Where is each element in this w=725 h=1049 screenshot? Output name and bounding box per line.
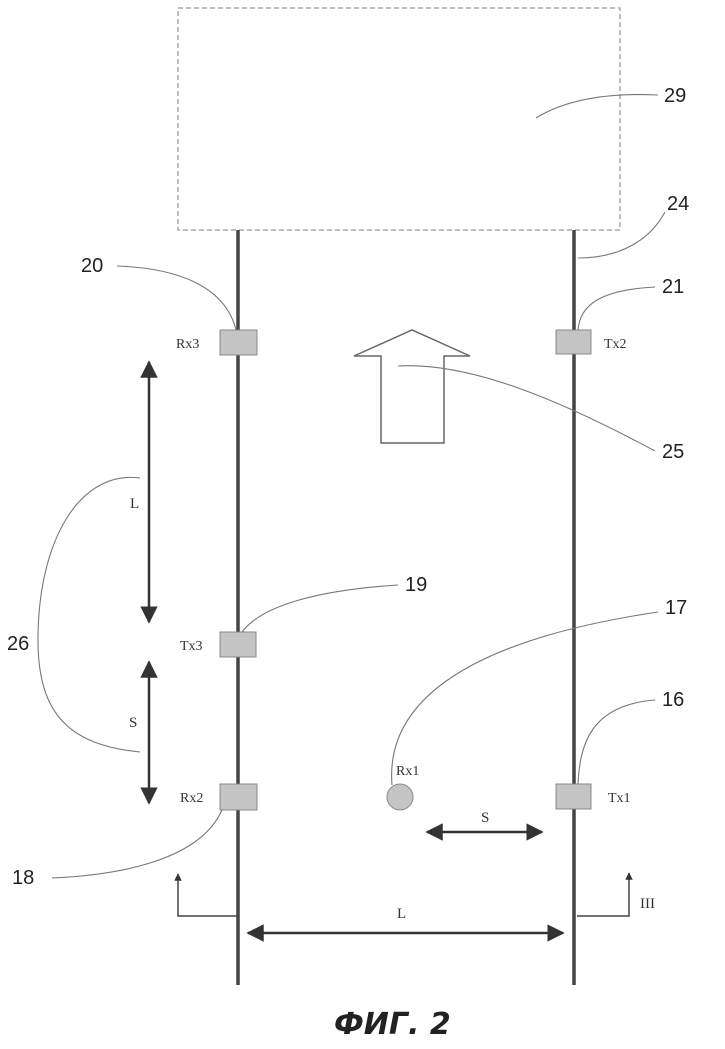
leader-18 xyxy=(52,810,222,878)
label-17: 17 xyxy=(665,597,687,619)
leader-19 xyxy=(242,585,398,632)
figure-caption: ФИГ. 2 xyxy=(334,1007,451,1042)
section-marker-right xyxy=(577,873,629,916)
leader-26 xyxy=(38,477,140,752)
sensor-tx3 xyxy=(220,632,256,657)
leader-29 xyxy=(536,95,658,118)
dimension-label-L-vertical: L xyxy=(130,496,139,512)
leader-24 xyxy=(578,212,665,258)
enclosure-29 xyxy=(178,8,620,230)
device-label-rx1: Rx1 xyxy=(396,764,419,779)
label-25: 25 xyxy=(662,441,684,463)
label-24: 24 xyxy=(667,193,689,215)
sensor-tx2 xyxy=(556,330,591,354)
device-label-tx3: Tx3 xyxy=(180,639,203,654)
label-16: 16 xyxy=(662,689,684,711)
label-18: 18 xyxy=(12,867,34,889)
device-label-tx2: Tx2 xyxy=(604,337,627,352)
label-26: 26 xyxy=(7,633,29,655)
label-19: 19 xyxy=(405,574,427,596)
device-label-tx1: Tx1 xyxy=(608,791,631,806)
section-marker-left xyxy=(178,874,237,916)
sensor-tx1 xyxy=(556,784,591,809)
sensor-rx2 xyxy=(220,784,257,810)
leader-16 xyxy=(578,700,655,784)
section-mark-label: III xyxy=(640,896,655,912)
leader-21 xyxy=(578,287,655,330)
flow-direction-arrow-25 xyxy=(354,330,470,443)
label-20: 20 xyxy=(81,255,103,277)
dimension-label-L-horizontal: L xyxy=(397,906,406,922)
dimension-label-S-vertical: S xyxy=(129,715,137,731)
sensor-rx3 xyxy=(220,330,257,355)
device-label-rx2: Rx2 xyxy=(180,791,203,806)
dimension-label-S-horizontal: S xyxy=(481,810,489,826)
sensor-rx1 xyxy=(387,784,413,810)
leader-17 xyxy=(392,612,658,785)
label-21: 21 xyxy=(662,276,684,298)
device-label-rx3: Rx3 xyxy=(176,337,199,352)
leader-20 xyxy=(117,266,236,330)
label-29: 29 xyxy=(664,85,686,107)
